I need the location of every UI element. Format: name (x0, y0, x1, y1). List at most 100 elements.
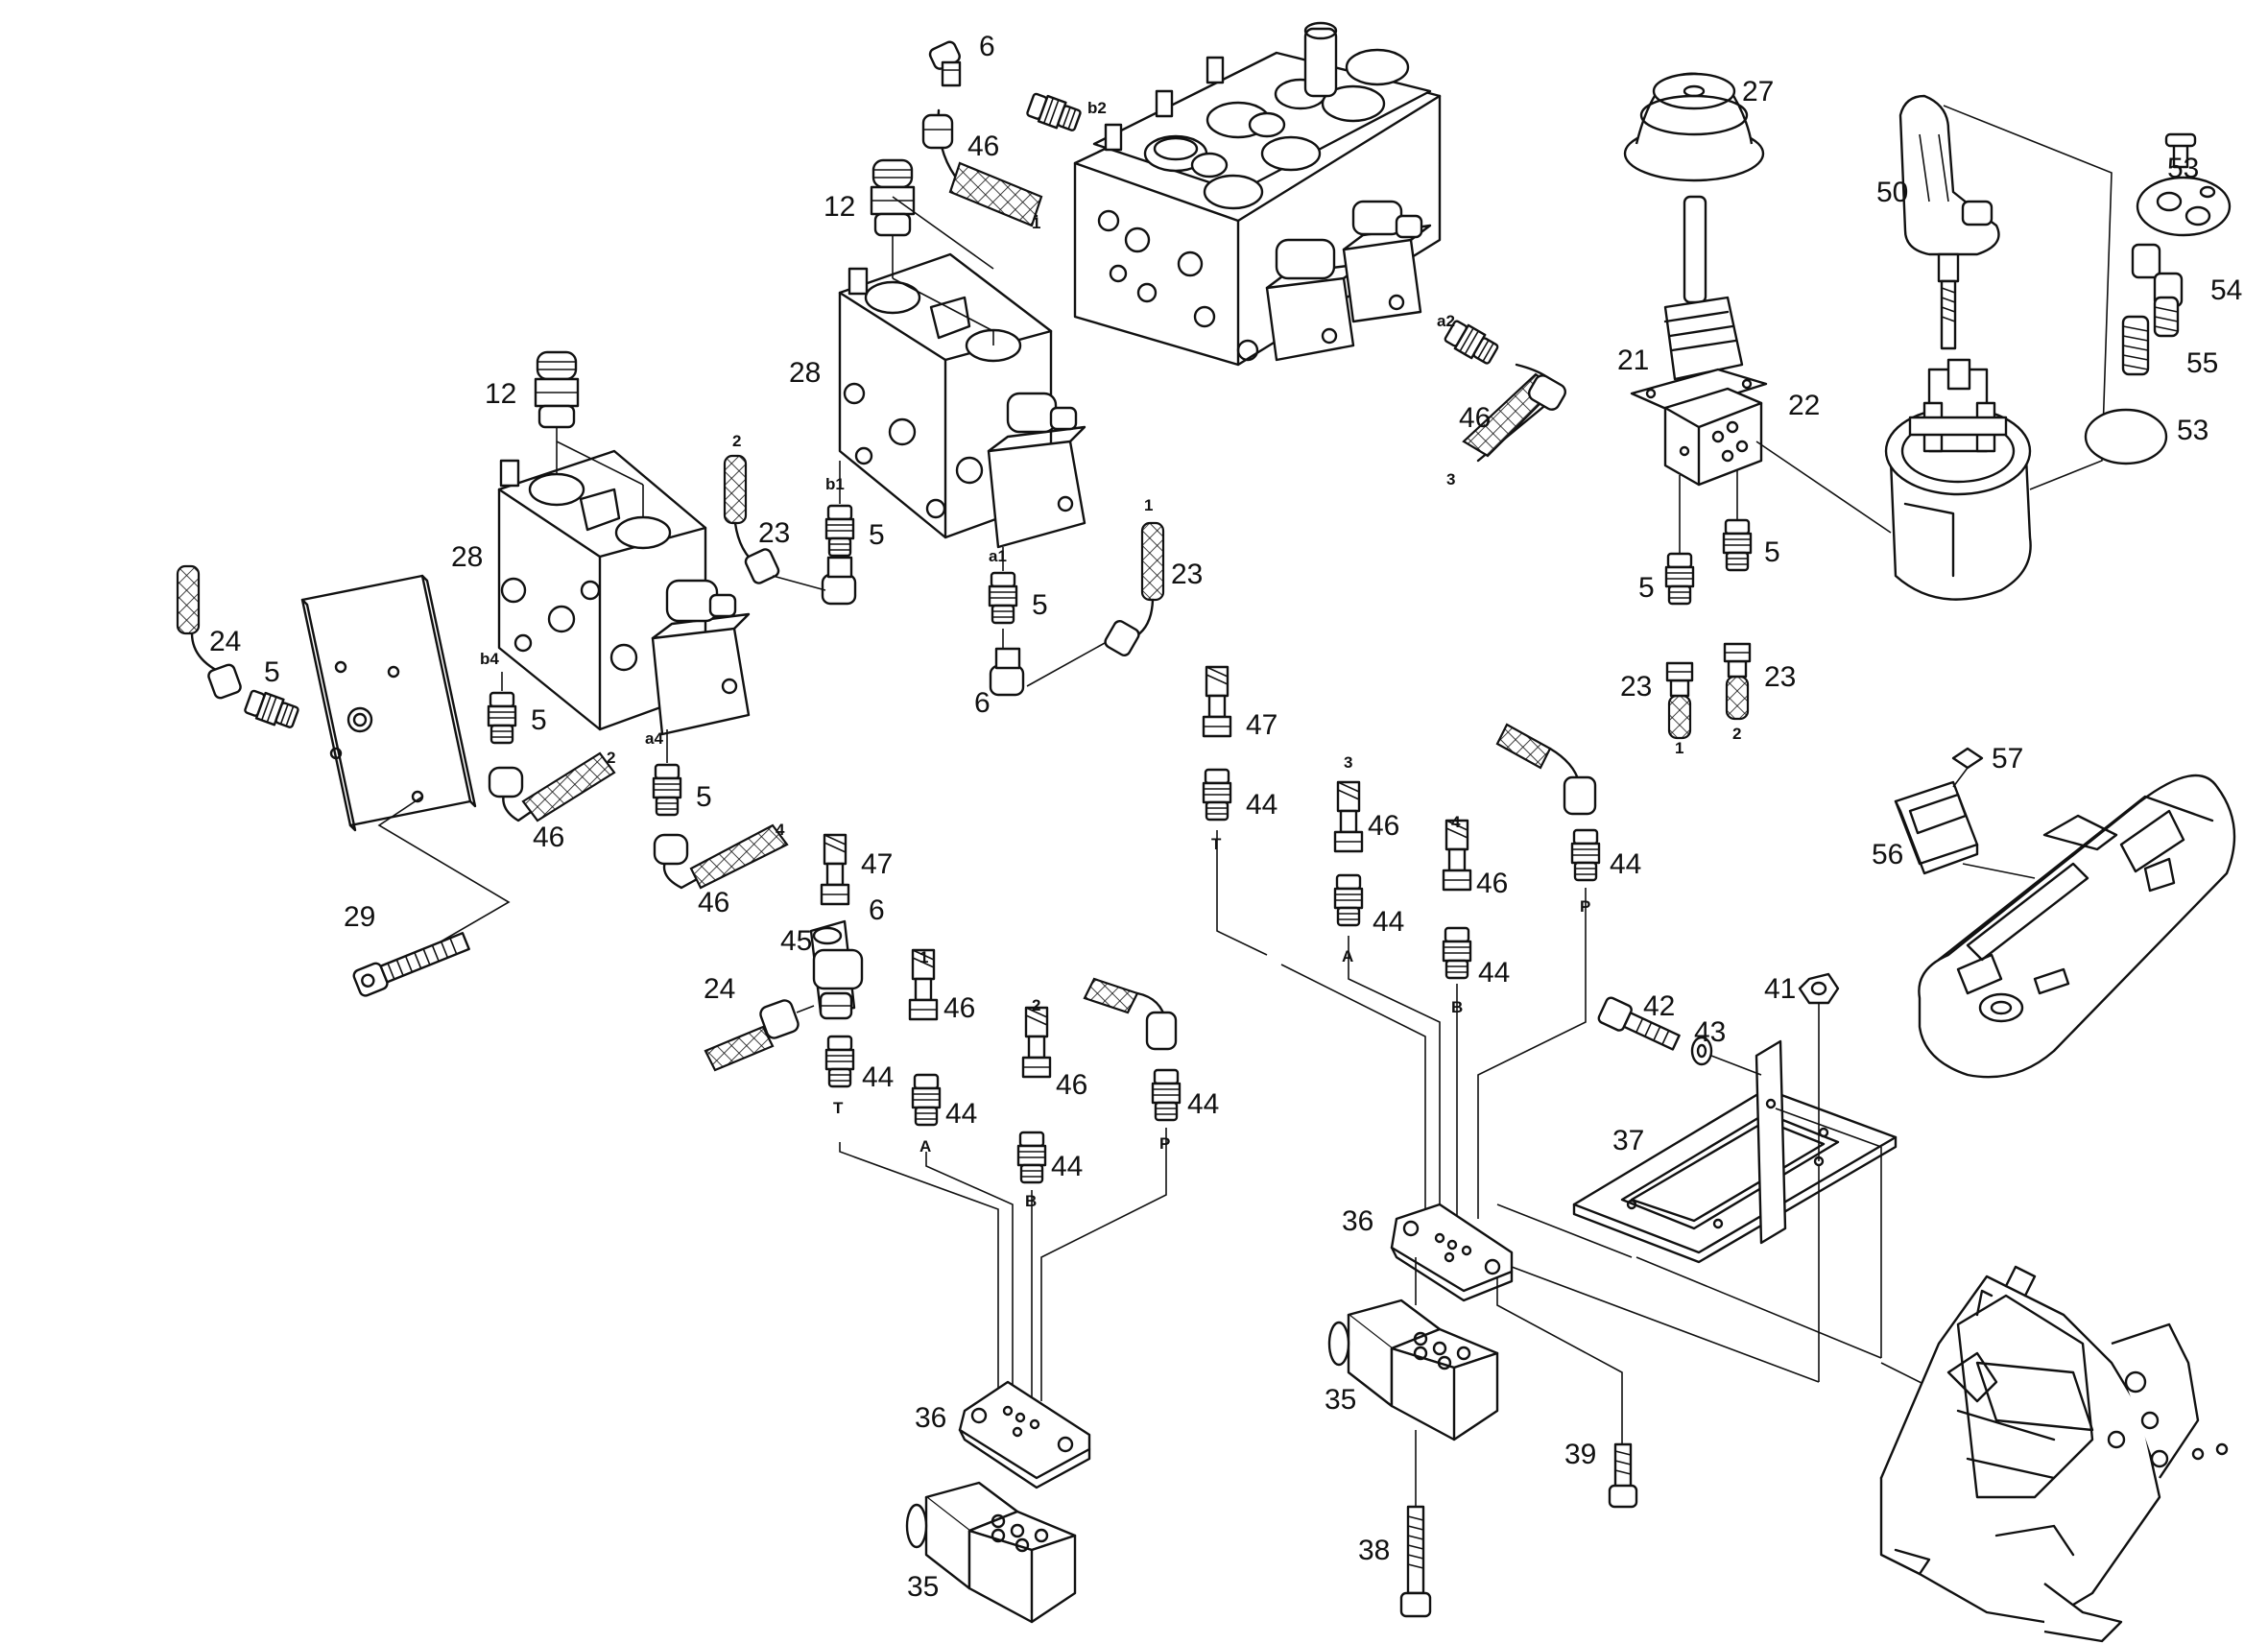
label-6: 6 (979, 31, 995, 62)
spring-55 (2121, 296, 2180, 376)
label-55: 55 (2186, 347, 2218, 379)
label-46: 46 (1459, 402, 1491, 434)
label-23: 23 (1764, 661, 1796, 693)
switch-56 (1894, 780, 1979, 875)
label-35: 35 (1325, 1384, 1356, 1416)
rubber-boot-27 (1623, 72, 1765, 182)
label-44: 44 (1051, 1151, 1083, 1182)
armrest-console (1918, 774, 2236, 1079)
port-a2: a2 (1437, 312, 1455, 330)
label-45: 45 (780, 925, 812, 957)
fitting-44-t1 (824, 1035, 855, 1088)
label-24: 24 (704, 973, 735, 1005)
label-44: 44 (1246, 789, 1277, 821)
elbow-6-lower (989, 647, 1025, 697)
hose-fitting-47-right (1202, 665, 1232, 738)
label-44: 44 (1187, 1088, 1219, 1120)
label-53: 53 (2167, 153, 2199, 184)
label-12: 12 (485, 378, 516, 410)
port-p: P (1580, 897, 1590, 916)
fitting-44-a2 (1333, 873, 1364, 927)
label-50: 50 (1876, 177, 1908, 208)
hose-mark: 2 (732, 432, 741, 450)
label-56: 56 (1872, 839, 1903, 870)
label-5: 5 (531, 704, 547, 736)
fitting-44-b1 (1016, 1131, 1047, 1184)
fitting-b2 (1024, 90, 1084, 135)
solenoid-valve-35-lower (905, 1481, 1077, 1624)
label-46: 46 (1476, 868, 1508, 899)
hose-mark: 3 (1446, 470, 1455, 488)
label-44: 44 (1373, 906, 1404, 938)
main-control-valve-block (1073, 21, 1442, 367)
label-22: 22 (1788, 390, 1820, 421)
bolt-38 (1399, 1505, 1432, 1618)
hose-fitting-46-3 (1333, 780, 1364, 853)
fitting-44-p2 (1570, 828, 1601, 882)
hose-mark: 4 (1451, 813, 1461, 831)
hose-46-lower-4 (653, 823, 789, 890)
operator-frame (1879, 1265, 2229, 1643)
hose-23-joy-left (1665, 661, 1694, 740)
hose-24-left (176, 564, 242, 700)
label-46: 46 (1056, 1069, 1087, 1101)
label-28: 28 (789, 357, 821, 389)
cover-plate (300, 574, 477, 832)
valve-block-28-lower (497, 449, 751, 736)
hose-mark: 4 (776, 821, 785, 839)
label-36: 36 (915, 1402, 946, 1434)
label-28: 28 (451, 541, 483, 573)
label-47: 47 (861, 848, 893, 880)
label-6: 6 (869, 894, 885, 926)
hose-23-right (1104, 521, 1165, 656)
port-t: T (1211, 835, 1222, 853)
label-44: 44 (862, 1061, 894, 1093)
hose-mark: 1 (919, 948, 928, 966)
label-47: 47 (1246, 709, 1277, 741)
hose-24-center (704, 999, 815, 1072)
label-5: 5 (1032, 589, 1048, 621)
label-53: 53 (2177, 415, 2208, 446)
port-b: B (1451, 998, 1463, 1016)
fitting-12-lower (534, 350, 580, 429)
plate-53-bottom (2084, 408, 2168, 465)
port-a: A (919, 1137, 931, 1156)
valve-block-28-upper (838, 252, 1086, 549)
tee-fitting-45 (809, 919, 864, 1020)
washer-43 (1690, 1036, 1713, 1066)
port-b: B (1025, 1192, 1037, 1210)
fitting-5-a1 (988, 571, 1018, 625)
hose-mark: 3 (1344, 753, 1352, 772)
label-39: 39 (1564, 1439, 1596, 1470)
label-44: 44 (1610, 848, 1641, 880)
hose-mark: 1 (1144, 496, 1153, 514)
fitting-44-a1 (911, 1073, 942, 1127)
hose-mark: 1 (1675, 739, 1683, 757)
solenoid-valve-35-upper (1327, 1299, 1499, 1441)
label-24: 24 (209, 626, 241, 657)
fitting-12-upper (870, 158, 916, 237)
label-36: 36 (1342, 1205, 1373, 1237)
bolt-39 (1608, 1442, 1638, 1509)
elbow-6-left (821, 556, 857, 606)
joystick-housing (1884, 358, 2032, 601)
label-46: 46 (1368, 810, 1399, 842)
hose-46-right (1462, 363, 1566, 463)
label-23: 23 (1620, 671, 1652, 703)
fitting-5-b1 (824, 504, 855, 558)
hose-elbow-46-p2 (1495, 723, 1597, 816)
fitting-5-joy-right (1722, 518, 1753, 572)
fitting-5-b4 (487, 691, 517, 745)
bracket-37 (1572, 1039, 1898, 1264)
port-b1: b1 (825, 475, 845, 493)
fitting-44-p1 (1151, 1068, 1182, 1122)
fitting-5-left (242, 687, 301, 732)
port-a4: a4 (645, 729, 663, 748)
label-57: 57 (1992, 743, 2023, 774)
label-37: 37 (1612, 1125, 1644, 1156)
label-42: 42 (1643, 990, 1675, 1022)
label-27: 27 (1742, 76, 1774, 107)
plate-53-top (2136, 132, 2232, 237)
mounting-plate-36-upper (1390, 1203, 1514, 1302)
